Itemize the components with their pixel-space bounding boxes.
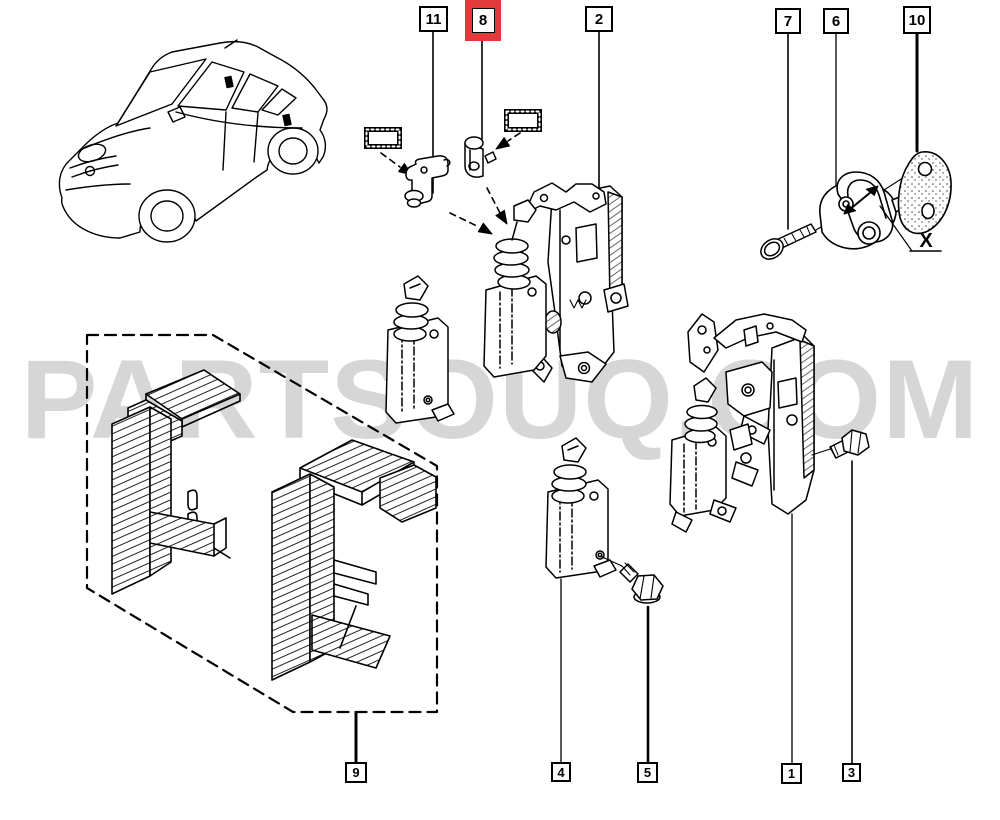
part-3-screw — [811, 429, 870, 459]
leader-lines — [354, 31, 919, 764]
callout-10-label: 10 — [908, 11, 926, 29]
callout-6-label: 6 — [831, 12, 841, 30]
callout-7[interactable]: 7 — [775, 8, 801, 34]
callout-8-highlight[interactable]: 8 — [465, 0, 501, 41]
callout-2-label: 2 — [594, 10, 604, 28]
part-6-door-striker — [819, 171, 907, 250]
callout-1-label: 1 — [787, 766, 796, 781]
part-8-lock-switch — [464, 136, 497, 178]
part-9-cover-left — [111, 369, 241, 595]
callout-8-label: 8 — [478, 12, 488, 29]
callout-2[interactable]: 2 — [585, 6, 613, 32]
callout-4-label: 4 — [557, 764, 565, 780]
empty-label-box-left — [364, 127, 402, 149]
part-2-front-door-lock-assembly — [483, 182, 629, 383]
callout-5[interactable]: 5 — [637, 762, 658, 783]
callout-3-label: 3 — [847, 765, 856, 780]
callout-4[interactable]: 4 — [551, 762, 571, 782]
assembly-arrows — [380, 132, 521, 235]
callout-5-label: 5 — [643, 765, 652, 780]
part-1-rear-door-lock-assembly — [669, 313, 815, 533]
x-marker: X — [879, 205, 942, 252]
callout-10[interactable]: 10 — [903, 6, 931, 34]
callout-7-label: 7 — [783, 12, 793, 30]
callout-3[interactable]: 3 — [842, 763, 861, 782]
callout-9-label: 9 — [352, 765, 360, 780]
x-label: X — [919, 230, 933, 252]
part-5-screw — [619, 562, 664, 604]
part-4-lock-actuator — [545, 437, 623, 579]
callout-1[interactable]: 1 — [781, 763, 802, 784]
part-7-screw — [760, 223, 817, 260]
part-11-clip-bracket — [404, 155, 451, 208]
part-9-group-boundary — [85, 333, 439, 714]
callout-9[interactable]: 9 — [345, 762, 367, 783]
door-lock-actuator-spare — [385, 275, 455, 424]
callout-6[interactable]: 6 — [823, 8, 849, 34]
empty-label-box-right — [504, 109, 542, 132]
callout-11[interactable]: 11 — [419, 6, 448, 32]
part-9-cover-right — [271, 439, 437, 681]
car-illustration — [58, 39, 328, 243]
direction-arrow — [843, 185, 879, 215]
callout-11-label: 11 — [425, 10, 442, 28]
callout-8[interactable]: 8 — [471, 8, 495, 33]
part-10-gasket — [897, 151, 952, 235]
